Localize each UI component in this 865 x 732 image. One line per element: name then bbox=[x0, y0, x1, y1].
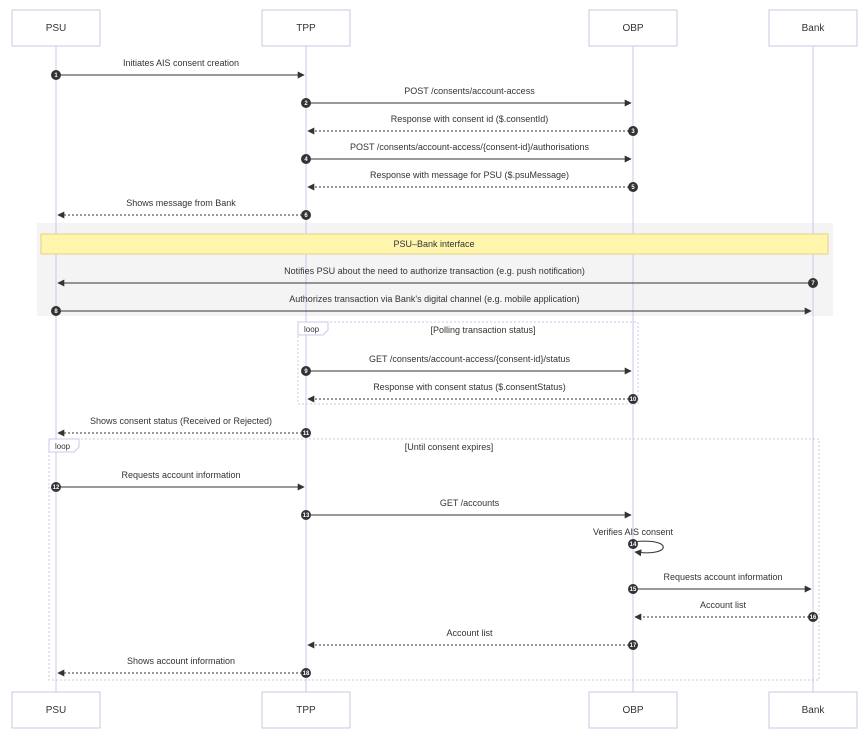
message-18: Shows account information 18 bbox=[57, 656, 311, 678]
sequence-number-badge bbox=[628, 640, 638, 650]
sequence-number: 1 bbox=[54, 73, 58, 79]
message-text: POST /consents/account-access bbox=[404, 86, 535, 96]
sequence-number: 13 bbox=[303, 513, 310, 519]
sequence-number: 2 bbox=[304, 101, 308, 107]
sequence-number: 8 bbox=[54, 309, 58, 315]
message-text: GET /accounts bbox=[440, 498, 500, 508]
message-text: Initiates AIS consent creation bbox=[123, 58, 239, 68]
message-text: POST /consents/account-access/{consent-i… bbox=[350, 142, 589, 152]
sequence-number: 17 bbox=[630, 643, 637, 649]
message-text: Requests account information bbox=[121, 470, 240, 480]
sequence-number-badge bbox=[301, 98, 311, 108]
sequence-number: 14 bbox=[630, 542, 637, 548]
actor-label: TPP bbox=[296, 23, 316, 34]
message-4: POST /consents/account-access/{consent-i… bbox=[301, 142, 632, 164]
loop-until-expiry: loop [Until consent expires] bbox=[48, 438, 820, 681]
loop-polling: loop [Polling transaction status] bbox=[297, 321, 639, 405]
sequence-number: 12 bbox=[53, 485, 60, 491]
sequence-number-badge bbox=[51, 70, 61, 80]
sequence-number: 3 bbox=[631, 129, 635, 135]
message-12: Requests account information 12 bbox=[51, 470, 305, 492]
message-7: Notifies PSU about the need to authorize… bbox=[57, 266, 818, 288]
message-text: GET /consents/account-access/{consent-id… bbox=[369, 354, 570, 364]
actor-label: Bank bbox=[802, 23, 826, 34]
message-17: Account list 17 bbox=[307, 628, 638, 650]
actor-label: TPP bbox=[296, 705, 316, 716]
actor-label: PSU bbox=[46, 23, 67, 34]
loop-condition: [Polling transaction status] bbox=[430, 325, 535, 335]
message-6: Shows message from Bank 6 bbox=[57, 198, 311, 220]
sequence-number-badge bbox=[301, 154, 311, 164]
actor-psu-bottom: PSU bbox=[11, 691, 101, 729]
sequence-number-badge bbox=[51, 306, 61, 316]
sequence-number: 10 bbox=[630, 397, 637, 403]
message-text: Response with consent status ($.consentS… bbox=[373, 382, 566, 392]
sequence-number-badge bbox=[628, 126, 638, 136]
message-16: Account list 16 bbox=[634, 600, 818, 622]
message-3: Response with consent id ($.consentId) 3 bbox=[307, 114, 638, 136]
actor-label: PSU bbox=[46, 705, 67, 716]
loop-condition: [Until consent expires] bbox=[405, 442, 494, 452]
message-text: Account list bbox=[700, 600, 747, 610]
actor-label: OBP bbox=[622, 705, 643, 716]
actor-bank-bottom: Bank bbox=[768, 691, 858, 729]
sequence-number-badge bbox=[301, 668, 311, 678]
actor-psu-top: PSU bbox=[11, 9, 101, 47]
sequence-number: 16 bbox=[810, 615, 817, 621]
sequence-number: 4 bbox=[304, 157, 308, 163]
message-text: Verifies AIS consent bbox=[593, 527, 674, 537]
sequence-number: 11 bbox=[303, 431, 310, 437]
sequence-number: 7 bbox=[811, 281, 815, 287]
message-13: GET /accounts 13 bbox=[301, 498, 632, 520]
sequence-number: 18 bbox=[303, 671, 310, 677]
message-text: Response with consent id ($.consentId) bbox=[391, 114, 549, 124]
sequence-number-badge bbox=[628, 539, 638, 549]
sequence-number-badge bbox=[628, 182, 638, 192]
sequence-number-badge bbox=[301, 428, 311, 438]
message-text: Account list bbox=[446, 628, 493, 638]
sequence-number-badge bbox=[301, 510, 311, 520]
message-text: Notifies PSU about the need to authorize… bbox=[284, 266, 585, 276]
message-text: Requests account information bbox=[663, 572, 782, 582]
message-15: Requests account information 15 bbox=[628, 572, 812, 594]
message-text: Shows consent status (Received or Reject… bbox=[90, 416, 272, 426]
actor-label: OBP bbox=[622, 23, 643, 34]
message-11: Shows consent status (Received or Reject… bbox=[57, 416, 311, 438]
message-1: Initiates AIS consent creation 1 bbox=[51, 58, 305, 80]
sequence-number-badge bbox=[301, 210, 311, 220]
message-9: GET /consents/account-access/{consent-id… bbox=[301, 354, 632, 376]
actor-tpp-bottom: TPP bbox=[261, 691, 351, 729]
sequence-number-badge bbox=[301, 366, 311, 376]
loop-label: loop bbox=[304, 325, 320, 334]
note-text: PSU–Bank interface bbox=[393, 239, 474, 249]
message-5: Response with message for PSU ($.psuMess… bbox=[307, 170, 638, 192]
message-text: Shows account information bbox=[127, 656, 235, 666]
message-text: Response with message for PSU ($.psuMess… bbox=[370, 170, 569, 180]
sequence-number: 6 bbox=[304, 213, 308, 219]
actor-tpp-top: TPP bbox=[261, 9, 351, 47]
message-14: Verifies AIS consent 14 bbox=[593, 527, 674, 557]
note-psu-bank-interface: PSU–Bank interface bbox=[40, 233, 829, 255]
sequence-number-badge bbox=[51, 482, 61, 492]
message-2: POST /consents/account-access 2 bbox=[301, 86, 632, 108]
actor-obp-bottom: OBP bbox=[588, 691, 678, 729]
sequence-number-badge bbox=[628, 584, 638, 594]
sequence-number-badge bbox=[628, 394, 638, 404]
message-8: Authorizes transaction via Bank's digita… bbox=[51, 294, 812, 316]
sequence-number: 5 bbox=[631, 185, 635, 191]
loop-label: loop bbox=[55, 442, 71, 451]
self-message-arrow bbox=[632, 540, 664, 557]
actor-obp-top: OBP bbox=[588, 9, 678, 47]
sequence-number-badge bbox=[808, 612, 818, 622]
message-text: Shows message from Bank bbox=[126, 198, 236, 208]
actor-label: Bank bbox=[802, 705, 826, 716]
actor-bank-top: Bank bbox=[768, 9, 858, 47]
sequence-number: 15 bbox=[630, 587, 637, 593]
sequence-number: 9 bbox=[304, 369, 308, 375]
message-text: Authorizes transaction via Bank's digita… bbox=[289, 294, 579, 304]
message-10: Response with consent status ($.consentS… bbox=[307, 382, 638, 404]
sequence-number-badge bbox=[808, 278, 818, 288]
